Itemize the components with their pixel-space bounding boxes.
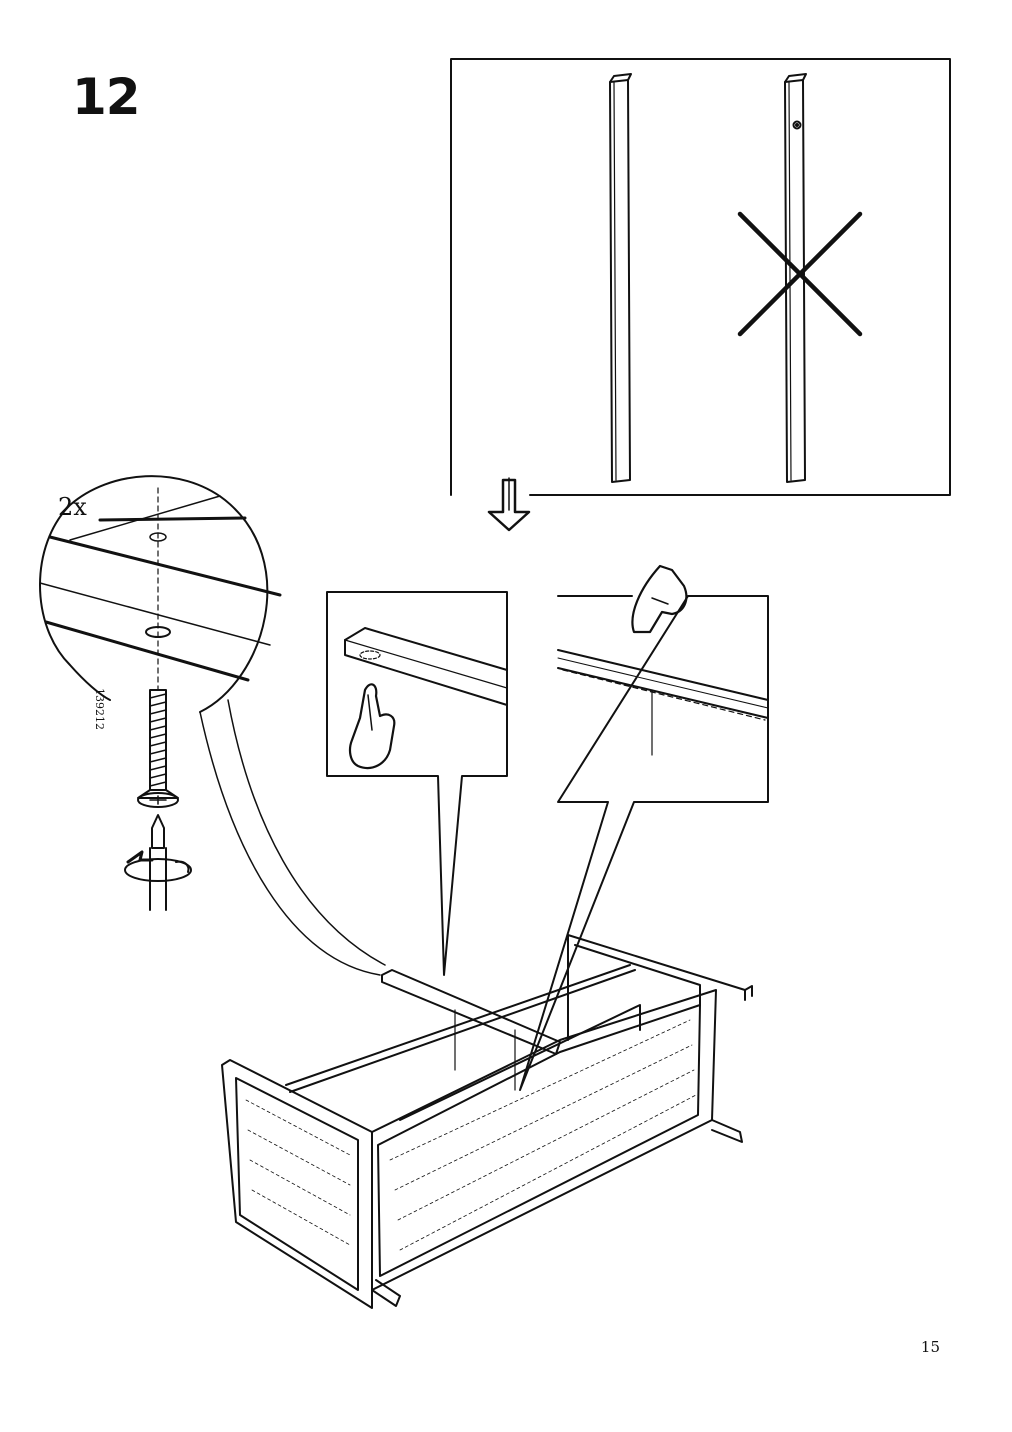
bench-frame [221, 934, 753, 1309]
correct-leg [609, 73, 632, 483]
pointing-hand-icon [348, 683, 396, 770]
groove-detail-box [519, 564, 769, 1091]
pointing-hand-icon [631, 564, 688, 634]
down-arrow-icon [487, 477, 531, 532]
screwdriver-rotate-icon [124, 814, 192, 911]
orientation-panel [450, 58, 951, 496]
page-number: 15 [920, 1338, 940, 1356]
screw-detail-circle [39, 475, 386, 976]
wrong-way-cross-icon [737, 211, 863, 337]
step-number: 12 [72, 68, 141, 126]
screw-139212 [137, 689, 179, 808]
hole-detail-box [326, 591, 508, 976]
quantity-label: 2x [58, 493, 87, 521]
